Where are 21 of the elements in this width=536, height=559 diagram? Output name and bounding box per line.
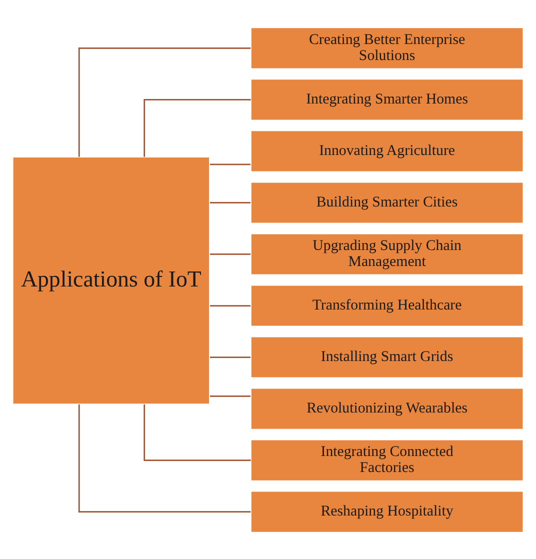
node-box: Building Smarter Cities (250, 181, 524, 224)
connector (210, 356, 250, 358)
node-box: Revolutionizing Wearables (250, 387, 524, 430)
connector (78, 404, 251, 512)
node-box: Applications of IoT (12, 156, 210, 404)
connector (210, 202, 250, 203)
node-box: Reshaping Hospitality (250, 490, 524, 532)
connector (144, 404, 251, 460)
node-box: Transforming Healthcare (250, 284, 524, 326)
node-box: Creating Better Enterprise Solutions (250, 26, 524, 69)
connector (210, 395, 250, 396)
connector (210, 304, 250, 306)
connector (210, 163, 250, 165)
node-box: Installing Smart Grids (250, 336, 524, 378)
connector (78, 47, 251, 156)
node-box: Innovating Agriculture (250, 130, 524, 172)
connector (210, 253, 250, 254)
node-box: Upgrading Supply Chain Management (250, 232, 524, 275)
connector (144, 98, 251, 156)
node-box: Integrating Connected Factories (250, 438, 524, 481)
node-box: Integrating Smarter Homes (250, 78, 524, 120)
